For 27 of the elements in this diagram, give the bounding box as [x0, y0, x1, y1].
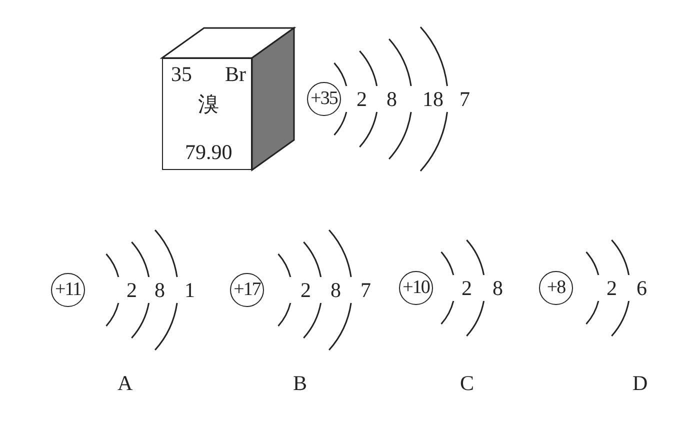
- nucleus-circle: +10: [399, 271, 433, 305]
- option-letter: A: [118, 372, 133, 394]
- nucleus-circle: +8: [539, 271, 573, 305]
- electron-count: 8: [386, 88, 397, 110]
- electron-count: 6: [636, 277, 647, 299]
- electron-count: 2: [356, 88, 367, 110]
- nucleus-circle: +11: [51, 273, 85, 307]
- electron-count: 2: [126, 279, 137, 301]
- electron-count: 2: [462, 277, 472, 299]
- electron-count: 7: [460, 88, 470, 110]
- option-letter: D: [632, 372, 648, 394]
- element-symbol: Br: [225, 63, 246, 85]
- electron-count: 8: [492, 277, 503, 299]
- option-letter: C: [460, 372, 474, 394]
- atomic-number: 35: [171, 63, 192, 85]
- electron-count: 1: [184, 279, 195, 301]
- electron-count: 18: [422, 88, 444, 110]
- atomic-mass: 79.90: [185, 141, 232, 163]
- option-letter: B: [293, 372, 308, 394]
- electron-count: 2: [606, 277, 617, 299]
- nucleus-circle: +35: [307, 82, 341, 116]
- element-name: 溴: [198, 93, 219, 115]
- electron-count: 2: [300, 279, 311, 301]
- electron-count: 8: [330, 279, 341, 301]
- electron-count: 8: [154, 279, 165, 301]
- electron-count: 7: [360, 279, 371, 301]
- nucleus-circle: +17: [230, 273, 264, 307]
